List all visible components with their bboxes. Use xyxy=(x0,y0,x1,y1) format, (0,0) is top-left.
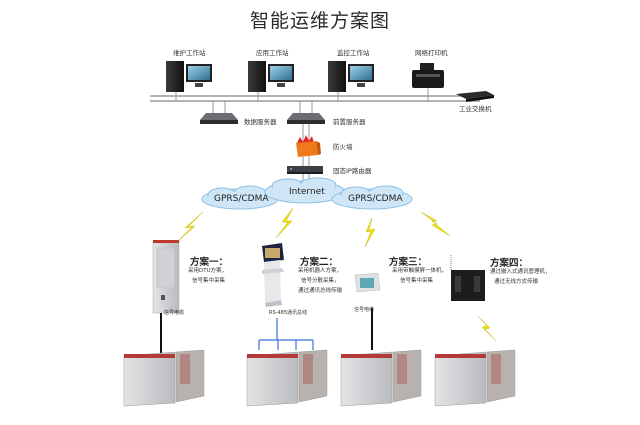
cloud-label: GPRS/CDMA xyxy=(214,194,269,204)
wireless-signal-icon xyxy=(175,207,497,342)
workstation-label: 维护工作站 xyxy=(173,49,206,57)
ethernet-bus xyxy=(150,95,480,102)
switch-label: 工业交换机 xyxy=(459,105,492,113)
plan-1-cable-label: 信号电缆 xyxy=(164,310,185,316)
plan-4-title: 方案四： xyxy=(490,258,529,269)
workstation-application xyxy=(248,61,294,101)
cloud-internet xyxy=(264,177,346,204)
plan-3-desc: 信号集中采集 xyxy=(400,278,434,284)
workstation-label: 监控工作站 xyxy=(337,49,370,57)
ip-router xyxy=(287,166,323,174)
switchgear-4 xyxy=(434,349,516,407)
rs485-bus xyxy=(258,318,314,350)
plan-2-desc: 信号分散采集， xyxy=(301,278,340,284)
server-label: 数据服务器 xyxy=(244,118,277,126)
switchgear-1 xyxy=(123,349,205,407)
plan-3-desc: 采用带触摸屏一体机， xyxy=(392,268,448,274)
workstation-monitoring xyxy=(328,61,374,101)
cloud-gprs-right xyxy=(331,185,413,210)
plan-4-desc: 通过无线方式传输 xyxy=(494,279,539,285)
router-label: 固态IP路由器 xyxy=(333,167,372,175)
workstation-label: 应用工作站 xyxy=(256,49,289,57)
printer-label: 网络打印机 xyxy=(415,49,448,57)
plan-2-desc: 通过通讯总线传输 xyxy=(298,288,343,294)
plan-2-title: 方案二： xyxy=(300,257,339,268)
plan-2-desc: 采用机器人方案， xyxy=(298,268,343,274)
robot-kiosk xyxy=(262,243,284,307)
plan-3-title: 方案三： xyxy=(389,257,428,268)
plan-1-title: 方案一： xyxy=(190,257,229,268)
comm-manager xyxy=(450,255,485,301)
cloud-label: GPRS/CDMA xyxy=(348,194,403,204)
plan-3-cable-label: 信号电缆 xyxy=(354,307,375,313)
workstation-maintenance xyxy=(166,61,212,101)
firewall xyxy=(296,135,321,157)
plan-1-desc: 信号集中采集 xyxy=(192,278,226,284)
plan-4-desc: 通过嵌入式通讯管理机， xyxy=(490,269,551,275)
switchgear-2 xyxy=(246,349,328,407)
cloud-gprs-left xyxy=(201,185,279,210)
network-printer xyxy=(412,63,444,101)
firewall-label: 防火墙 xyxy=(333,143,353,151)
touchscreen-unit xyxy=(354,272,381,293)
switchgear-3 xyxy=(340,349,422,407)
diagram-title: 智能运维方案图 xyxy=(249,10,390,32)
server-label: 前置服务器 xyxy=(333,118,366,126)
plan-2-cable-label: RS-485通讯总线 xyxy=(269,310,307,316)
plan-1-desc: 采用DTU方案， xyxy=(188,268,228,274)
dtu-cabinet xyxy=(152,240,180,314)
cloud-label: Internet xyxy=(289,187,325,197)
industrial-switch xyxy=(456,91,494,102)
data-server xyxy=(200,101,238,124)
